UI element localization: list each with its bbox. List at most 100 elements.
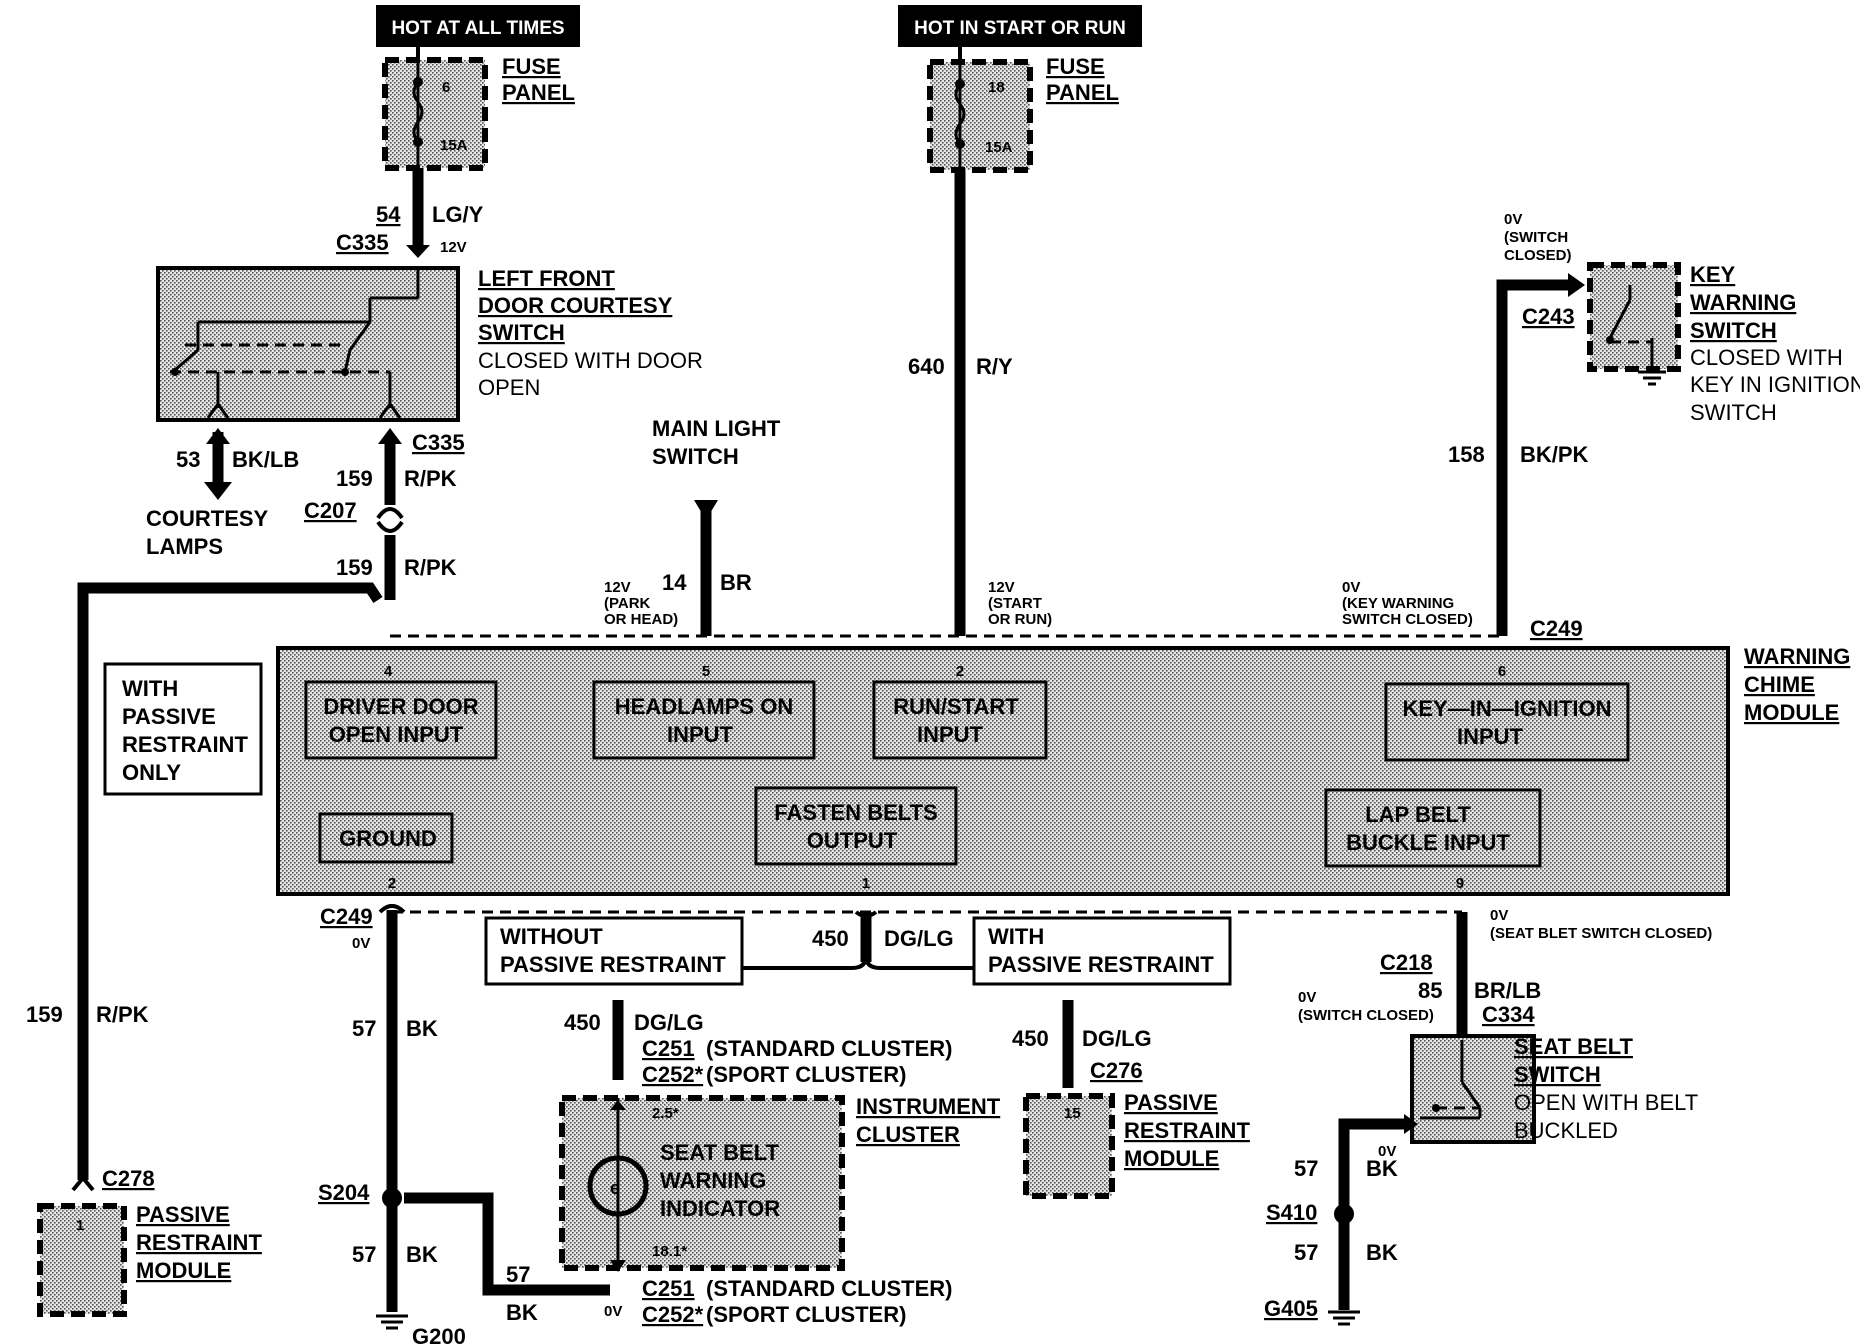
svg-text:57: 57 bbox=[1294, 1156, 1318, 1181]
svg-text:e: e bbox=[610, 1178, 620, 1198]
connector-c334: C334 bbox=[1482, 1002, 1535, 1027]
svg-text:(KEY WARNING: (KEY WARNING bbox=[1342, 595, 1454, 612]
svg-text:PANEL: PANEL bbox=[502, 80, 575, 105]
seat-belt-switch bbox=[1410, 1034, 1536, 1144]
svg-text:159: 159 bbox=[26, 1002, 63, 1027]
svg-text:15: 15 bbox=[1064, 1105, 1081, 1122]
key-in-ignition-input-box bbox=[1384, 682, 1630, 762]
svg-text:R/PK: R/PK bbox=[404, 466, 457, 491]
svg-text:LAMPS: LAMPS bbox=[146, 534, 223, 559]
connector-c207: C207 bbox=[304, 498, 357, 523]
svg-text:GROUND: GROUND bbox=[339, 826, 437, 851]
warning-lamp-icon bbox=[587, 1155, 649, 1217]
svg-text:FASTEN BELTS: FASTEN BELTS bbox=[774, 800, 937, 825]
svg-text:(STANDARD CLUSTER): (STANDARD CLUSTER) bbox=[706, 1036, 952, 1061]
svg-text:PASSIVE RESTRAINT: PASSIVE RESTRAINT bbox=[500, 952, 726, 977]
svg-text:WITHOUT: WITHOUT bbox=[500, 924, 603, 949]
svg-text:450: 450 bbox=[1012, 1026, 1049, 1051]
svg-text:PASSIVE: PASSIVE bbox=[136, 1202, 230, 1227]
svg-text:18.1*: 18.1* bbox=[652, 1243, 687, 1260]
svg-text:OR RUN): OR RUN) bbox=[988, 611, 1052, 628]
svg-text:WITH: WITH bbox=[988, 924, 1044, 949]
svg-text:DOOR COURTESY: DOOR COURTESY bbox=[478, 293, 673, 318]
driver-door-input-box bbox=[304, 680, 498, 760]
svg-text:(SPORT CLUSTER): (SPORT CLUSTER) bbox=[706, 1062, 906, 1087]
with-passive-restraint-box bbox=[972, 916, 1232, 986]
svg-text:CLUSTER: CLUSTER bbox=[856, 1122, 960, 1147]
passive-restraint-module-left bbox=[37, 1203, 127, 1317]
instrument-cluster: e bbox=[559, 1095, 845, 1272]
wire-159-passive-branch bbox=[77, 582, 383, 1180]
svg-text:SWITCH: SWITCH bbox=[1690, 400, 1777, 425]
svg-text:WITH: WITH bbox=[122, 676, 178, 701]
svg-text:(STANDARD CLUSTER): (STANDARD CLUSTER) bbox=[706, 1276, 952, 1301]
svg-text:640: 640 bbox=[908, 354, 945, 379]
svg-text:2: 2 bbox=[956, 663, 964, 680]
connector-c278: C278 bbox=[102, 1166, 155, 1191]
arrow-down-icon bbox=[204, 482, 232, 500]
splice-s410 bbox=[1334, 1204, 1354, 1224]
key-switch-title: KEY bbox=[1690, 262, 1736, 287]
svg-text:DRIVER DOOR: DRIVER DOOR bbox=[323, 694, 478, 719]
svg-text:53: 53 bbox=[176, 447, 200, 472]
svg-text:RESTRAINT: RESTRAINT bbox=[1124, 1118, 1250, 1143]
svg-text:HOT IN START OR RUN: HOT IN START OR RUN bbox=[914, 18, 1126, 39]
svg-text:SWITCH: SWITCH bbox=[1514, 1062, 1601, 1087]
warning-chime-module bbox=[276, 646, 1730, 896]
svg-text:BK: BK bbox=[1366, 1240, 1398, 1265]
svg-text:RESTRAINT: RESTRAINT bbox=[136, 1230, 262, 1255]
svg-text:RESTRAINT: RESTRAINT bbox=[122, 732, 248, 757]
svg-text:MODULE: MODULE bbox=[1744, 700, 1839, 725]
svg-text:0V: 0V bbox=[352, 935, 370, 952]
door-switch-title: LEFT FRONT bbox=[478, 266, 615, 291]
svg-text:BK: BK bbox=[406, 1016, 438, 1041]
svg-text:ONLY: ONLY bbox=[122, 760, 181, 785]
svg-text:CLOSED WITH: CLOSED WITH bbox=[1690, 345, 1843, 370]
svg-text:PASSIVE: PASSIVE bbox=[122, 704, 216, 729]
svg-text:0V: 0V bbox=[1504, 211, 1522, 228]
with-passive-restraint-only-box bbox=[103, 662, 263, 796]
fuse-panel-left: 6 15A bbox=[382, 57, 488, 171]
fasten-belts-output-box bbox=[754, 786, 958, 866]
lap-belt-buckle-input-box bbox=[1324, 788, 1542, 868]
svg-text:CLOSED): CLOSED) bbox=[1504, 247, 1572, 264]
connector-c335-top: C335 bbox=[336, 230, 389, 255]
svg-text:450: 450 bbox=[564, 1010, 601, 1035]
ground-g405: G405 bbox=[1264, 1296, 1318, 1321]
svg-text:(START: (START bbox=[988, 595, 1042, 612]
svg-text:OUTPUT: OUTPUT bbox=[807, 828, 898, 853]
main-light-switch-label: MAIN LIGHT bbox=[652, 416, 781, 441]
fuse-panel-right-title: FUSE bbox=[1046, 54, 1105, 79]
svg-text:R/PK: R/PK bbox=[404, 555, 457, 580]
svg-text:PASSIVE: PASSIVE bbox=[1124, 1090, 1218, 1115]
headlamps-input-box bbox=[592, 680, 816, 760]
connector-c335-bottom: C335 bbox=[412, 430, 465, 455]
svg-text:HEADLAMPS ON: HEADLAMPS ON bbox=[615, 694, 793, 719]
without-passive-restraint-box bbox=[484, 916, 744, 986]
svg-text:LAP BELT: LAP BELT bbox=[1365, 802, 1471, 827]
connector-c249-bottom: C249 bbox=[320, 904, 373, 929]
svg-text:CLOSED WITH DOOR: CLOSED WITH DOOR bbox=[478, 348, 703, 373]
connector-c218: C218 bbox=[1380, 950, 1433, 975]
svg-text:0V: 0V bbox=[1342, 579, 1360, 596]
svg-text:OPEN: OPEN bbox=[478, 375, 540, 400]
wire-57-seat-ground bbox=[1338, 1118, 1412, 1310]
svg-text:159: 159 bbox=[336, 466, 373, 491]
svg-text:BUCKLED: BUCKLED bbox=[1514, 1118, 1618, 1143]
svg-text:MODULE: MODULE bbox=[1124, 1146, 1219, 1171]
hot-in-start-or-run-header: HOT IN START OR RUN bbox=[898, 5, 1142, 47]
svg-text:0V: 0V bbox=[1298, 989, 1316, 1006]
hot-at-all-times-header: HOT AT ALL TIMES bbox=[376, 5, 580, 47]
connector-c276: C276 bbox=[1090, 1058, 1143, 1083]
svg-text:C252*: C252* bbox=[642, 1302, 704, 1327]
fuse-icon bbox=[954, 83, 966, 145]
svg-text:BK/PK: BK/PK bbox=[1520, 442, 1589, 467]
svg-text:BK/LB: BK/LB bbox=[232, 447, 299, 472]
arrow-right-icon bbox=[1568, 273, 1585, 297]
svg-text:R/PK: R/PK bbox=[96, 1002, 149, 1027]
door-courtesy-switch bbox=[156, 266, 460, 422]
svg-text:6: 6 bbox=[442, 79, 450, 96]
svg-text:INDICATOR: INDICATOR bbox=[660, 1196, 780, 1221]
svg-text:18: 18 bbox=[988, 79, 1005, 96]
